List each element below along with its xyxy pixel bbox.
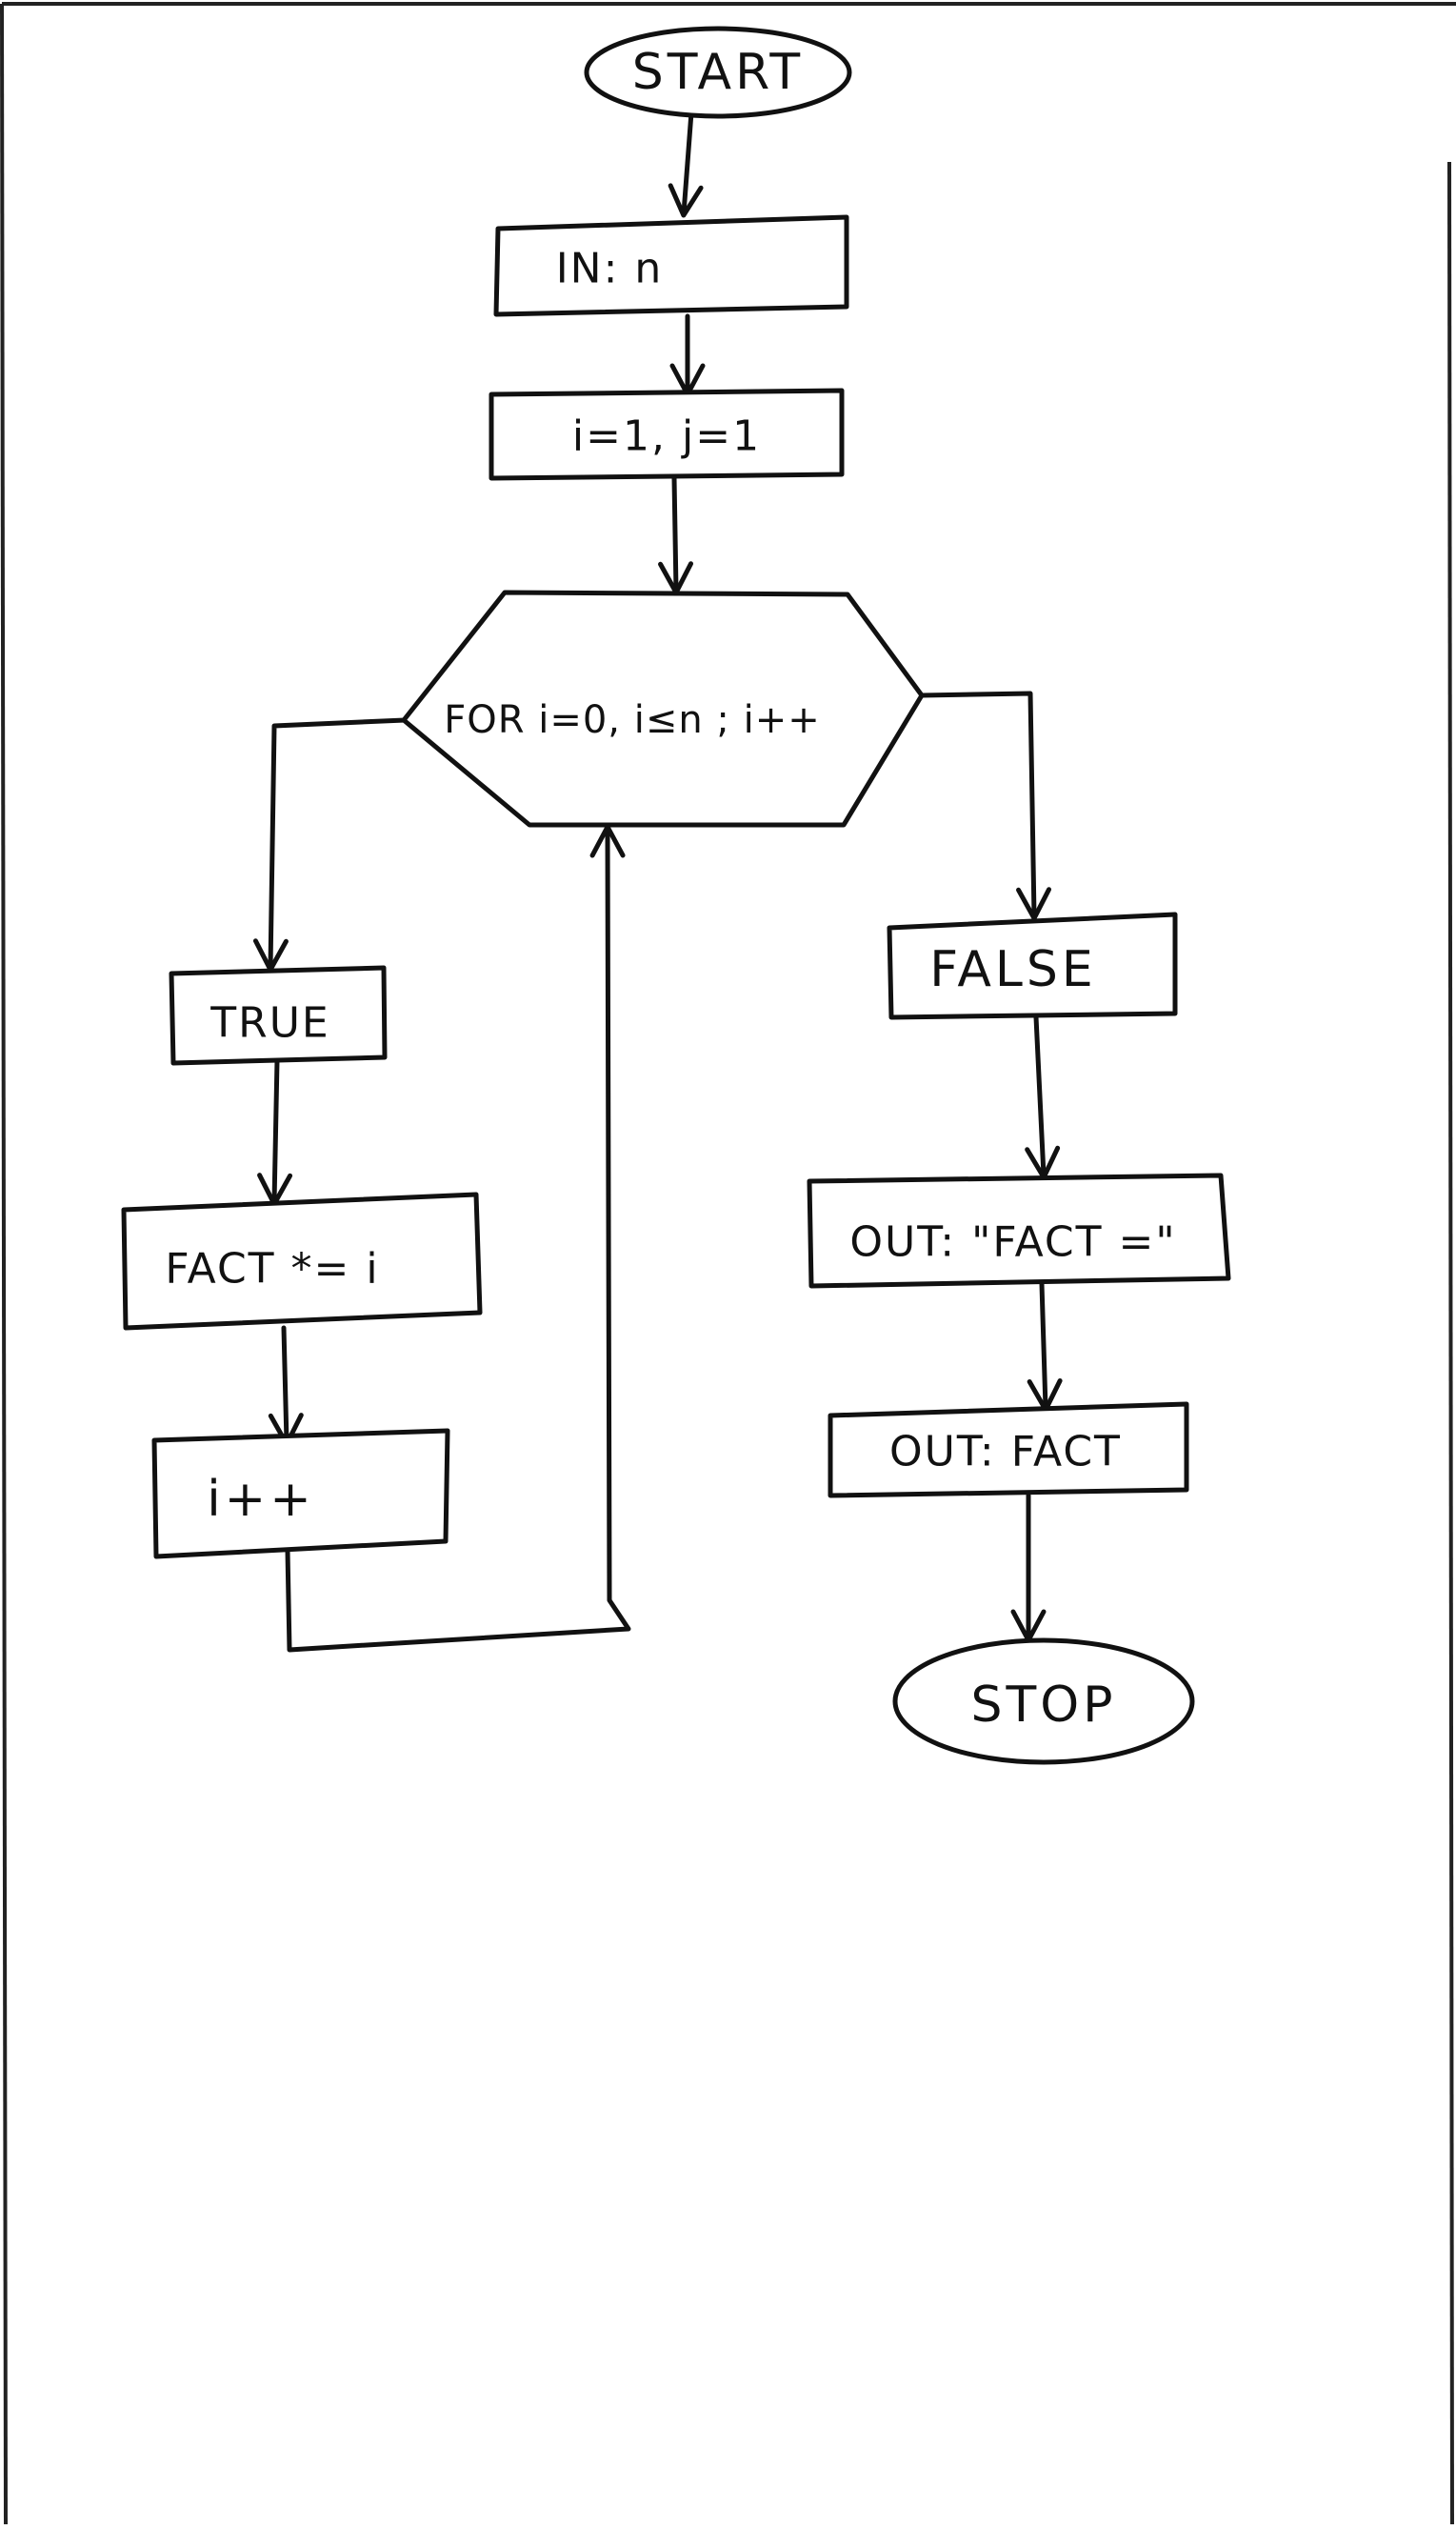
- false-label: FALSE: [929, 941, 1097, 998]
- stop-oval: [892, 1637, 1195, 1765]
- edge-increment-loop: [285, 824, 631, 1653]
- page-edge-left: [0, 3, 8, 2525]
- outtext-box: [807, 1173, 1231, 1289]
- node-input: IN: n: [493, 214, 849, 317]
- node-outtext: OUT: "FACT =": [807, 1173, 1231, 1289]
- edge-loop-false: [919, 691, 1052, 921]
- edge-false-outtext: [1025, 1014, 1061, 1180]
- true-label: TRUE: [209, 999, 329, 1048]
- edges: [252, 110, 1063, 1653]
- node-start: START: [584, 26, 852, 119]
- input-box: [493, 214, 849, 317]
- node-outfact: OUT: FACT: [828, 1401, 1189, 1498]
- edge-loop-true: [252, 717, 408, 973]
- multiply-label: FACT *= i: [165, 1245, 379, 1294]
- outtext-label: OUT: "FACT =": [849, 1218, 1176, 1267]
- false-box: [887, 912, 1178, 1020]
- edge-true-multiply: [257, 1057, 293, 1207]
- node-init: i=1, j=1: [489, 388, 845, 481]
- input-label: IN: n: [556, 245, 664, 293]
- init-label: i=1, j=1: [572, 412, 761, 461]
- loop-hexagon: [401, 590, 925, 828]
- loop-label: FOR i=0, i≤n ; i++: [444, 698, 821, 742]
- node-true: TRUE: [169, 965, 388, 1066]
- edge-init-loop: [658, 475, 694, 595]
- node-multiply: FACT *= i: [121, 1192, 483, 1331]
- node-increment: i++: [151, 1428, 450, 1559]
- edge-multiply-increment: [268, 1325, 304, 1447]
- init-box: [489, 388, 845, 481]
- increment-box: [151, 1428, 450, 1559]
- edge-start-input: [668, 110, 704, 218]
- multiply-box: [121, 1192, 483, 1331]
- increment-label: i++: [207, 1471, 315, 1528]
- outfact-label: OUT: FACT: [889, 1428, 1122, 1476]
- page-edge-right: [1447, 161, 1454, 2525]
- edge-outtext-outfact: [1027, 1281, 1063, 1413]
- true-box: [169, 965, 388, 1066]
- outfact-box: [828, 1401, 1189, 1498]
- start-oval: [584, 26, 852, 119]
- start-label: START: [632, 44, 804, 101]
- stop-label: STOP: [970, 1677, 1116, 1734]
- node-stop: STOP: [892, 1637, 1195, 1765]
- node-false: FALSE: [887, 912, 1178, 1020]
- node-loop: FOR i=0, i≤n ; i++: [401, 590, 925, 828]
